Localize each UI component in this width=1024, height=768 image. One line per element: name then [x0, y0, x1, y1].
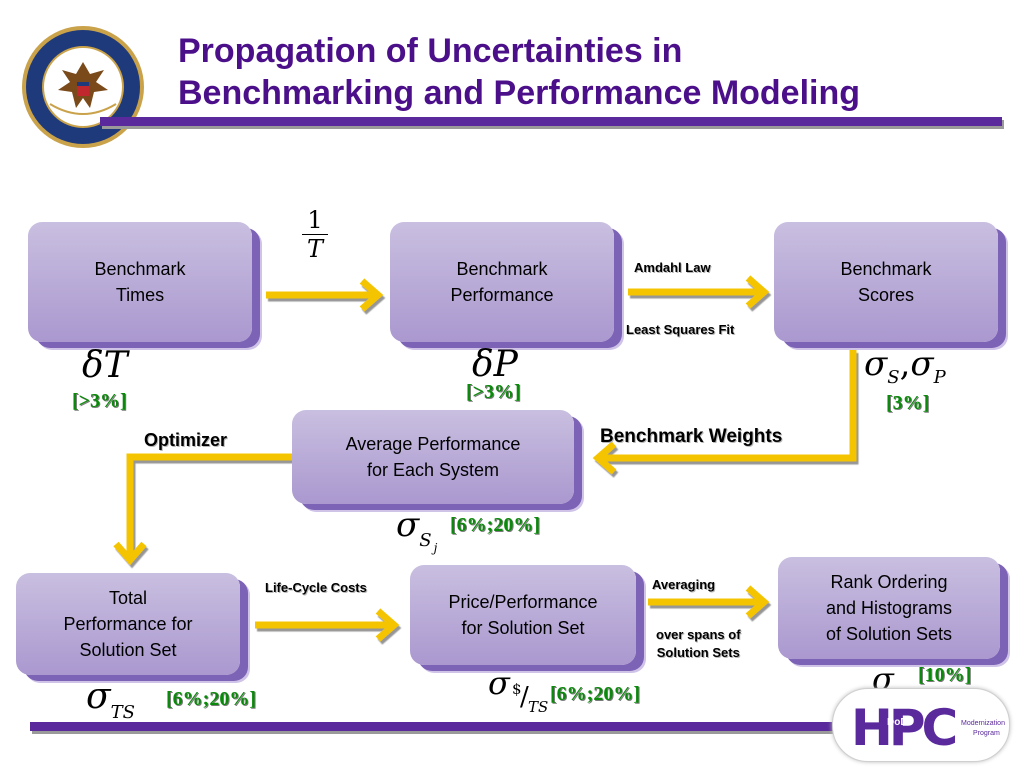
box-text: for Each System [366, 460, 500, 480]
reciprocal-fraction: 1 T [302, 206, 328, 263]
box-text: Benchmark [840, 259, 932, 279]
uncertainty-average: [6%;20%] [450, 514, 540, 536]
logo-line-1: Modernization [961, 720, 1005, 727]
box-text: Average Performance [345, 434, 521, 454]
uncertainty-times: [>3%] [72, 390, 127, 412]
sigma: σ [488, 664, 510, 702]
box-rank-ordering: Rank Ordering and Histograms of Solution S… [778, 557, 1000, 659]
uncertainty-rank: [10%] [918, 664, 972, 686]
sigma-ts-symbol: σTS [86, 676, 135, 723]
arrow-average-to-total [126, 453, 294, 558]
footer-rule [30, 722, 850, 731]
uncertainty-performance: [>3%] [466, 381, 521, 403]
sigma-s-p-symbol: σS,σP [864, 344, 946, 388]
delta-t-symbol: δT [82, 345, 128, 386]
fraction-denominator: T [302, 234, 328, 263]
uncertainty-price: [6%;20%] [550, 683, 640, 705]
fraction-numerator: 1 [307, 206, 323, 234]
box-average-performance: Average Performance for Each System [292, 410, 574, 504]
label-amdahl-law: Amdahl Law [634, 260, 711, 275]
box-text: Total [108, 588, 148, 608]
hpc-letters: HPC [851, 699, 955, 757]
box-text: Price/Performance [448, 592, 598, 612]
subscript: P [933, 367, 946, 388]
label-least-squares-fit: Least Squares Fit [626, 322, 735, 337]
box-text: Performance [450, 285, 554, 305]
title-line-2: Benchmarking and Performance Modeling [178, 74, 861, 112]
label-over-spans-line-2: Solution Sets [656, 645, 740, 660]
hpc-logo: HPC DoD Modernization Program [832, 688, 1010, 762]
box-text: Solution Set [79, 640, 177, 660]
subscript: S [419, 530, 432, 551]
subscript: j [433, 541, 438, 555]
subscript: S [887, 367, 900, 388]
sigma-dollar-ts-symbol: σ $ / TS [488, 664, 549, 716]
box-text: of Solution Sets [825, 624, 953, 644]
sigma: σ [910, 344, 934, 384]
label-over-spans: over spans of Solution Sets [656, 626, 741, 662]
box-text: Benchmark [94, 259, 186, 279]
box-text: Rank Ordering [830, 572, 948, 592]
dod-seal [20, 24, 146, 150]
sigma: σ [396, 505, 420, 545]
uncertainty-scores: [3%] [886, 392, 930, 414]
dod-small-text: DoD [887, 717, 908, 728]
box-text: Scores [857, 285, 914, 305]
box-price-performance: Price/Performance for Solution Set [410, 565, 636, 665]
box-text: Performance for [63, 614, 193, 634]
page-title: Propagation of Uncertainties in Benchmar… [178, 30, 998, 114]
subscript: TS [110, 702, 135, 723]
title-line-1: Propagation of Uncertainties in [178, 32, 683, 70]
logo-line-2: Program [973, 730, 1000, 737]
box-text: and Histograms [825, 598, 953, 618]
label-over-spans-line-1: over spans of [656, 627, 741, 642]
arrow-scores-to-average [600, 350, 857, 462]
subscript-numerator: $ [512, 680, 522, 698]
delta-p-symbol: δP [472, 344, 518, 385]
box-text: for Solution Set [461, 618, 585, 638]
sigma: σ [86, 676, 111, 717]
label-benchmark-weights: Benchmark Weights [600, 426, 783, 447]
label-life-cycle-costs: Life-Cycle Costs [265, 580, 367, 595]
box-text: Times [115, 285, 165, 305]
label-optimizer: Optimizer [144, 430, 228, 450]
box-text: Benchmark [456, 259, 548, 279]
sigma: σ [864, 344, 888, 384]
uncertainty-total: [6%;20%] [166, 688, 256, 710]
label-averaging: Averaging [652, 577, 716, 592]
subscript-denominator: TS [528, 698, 549, 716]
title-underline [100, 117, 1002, 126]
